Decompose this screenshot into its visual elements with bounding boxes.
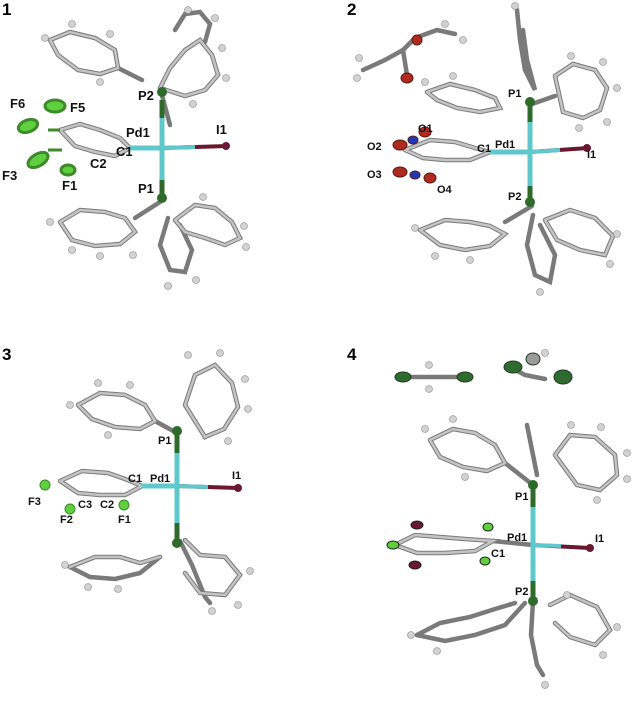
label-p-top: P2 — [138, 88, 154, 103]
molecule-4-drawing: Pd1 I1 P1 P2 C1 — [386, 349, 631, 689]
label-pd: Pd1 — [126, 125, 150, 140]
label-pd: Pd1 — [150, 473, 170, 485]
label-f2: F2 — [60, 514, 73, 526]
label-f5: F5 — [70, 100, 85, 115]
label-p-top: P1 — [158, 435, 171, 447]
label-c1: C1 — [128, 473, 142, 485]
label-pd: Pd1 — [495, 139, 515, 151]
panel-2: 2 — [345, 0, 640, 353]
label-i: I1 — [587, 149, 596, 161]
label-f1: F1 — [62, 178, 77, 193]
label-i: I1 — [216, 122, 227, 137]
molecule-2-drawing: Pd1 I1 P1 P2 C1 O1 O2 O3 O4 — [353, 2, 621, 296]
label-p-bottom: P2 — [515, 586, 528, 598]
label-c2: C2 — [90, 156, 107, 171]
label-c1: C1 — [491, 548, 505, 560]
panel-number: 2 — [347, 0, 357, 19]
label-p-bottom: P2 — [508, 191, 521, 203]
label-f3: F3 — [28, 496, 41, 508]
label-c3: C3 — [78, 499, 92, 511]
panel-number: 3 — [2, 345, 12, 364]
label-i: I1 — [232, 470, 241, 482]
label-o3: O3 — [367, 169, 382, 181]
label-c1: C1 — [116, 144, 133, 159]
label-p-top: P1 — [515, 491, 528, 503]
label-f3: F3 — [2, 168, 17, 183]
label-o2: O2 — [367, 141, 382, 153]
panel-number: 4 — [347, 345, 357, 364]
label-pd: Pd1 — [507, 532, 527, 544]
label-i: I1 — [595, 533, 604, 545]
label-o1: O1 — [418, 123, 433, 135]
label-o4: O4 — [437, 184, 453, 196]
label-c1: C1 — [477, 143, 491, 155]
label-f1: F1 — [118, 514, 131, 526]
panel-4: 4 — [345, 345, 640, 698]
panel-3: 3 — [0, 345, 320, 698]
label-c2: C2 — [100, 499, 114, 511]
label-p-top: P1 — [508, 88, 521, 100]
label-p-bottom: P1 — [138, 181, 154, 196]
molecule-1-drawing: Pd1 I1 P2 P1 C1 C2 F1 F3 F5 F6 — [2, 6, 250, 290]
label-f6: F6 — [10, 96, 25, 111]
panel-1: 1 — [0, 0, 320, 353]
panel-number: 1 — [2, 0, 12, 19]
molecule-3-drawing: Pd1 I1 P1 C1 C2 C3 F1 F2 F3 — [28, 349, 254, 615]
